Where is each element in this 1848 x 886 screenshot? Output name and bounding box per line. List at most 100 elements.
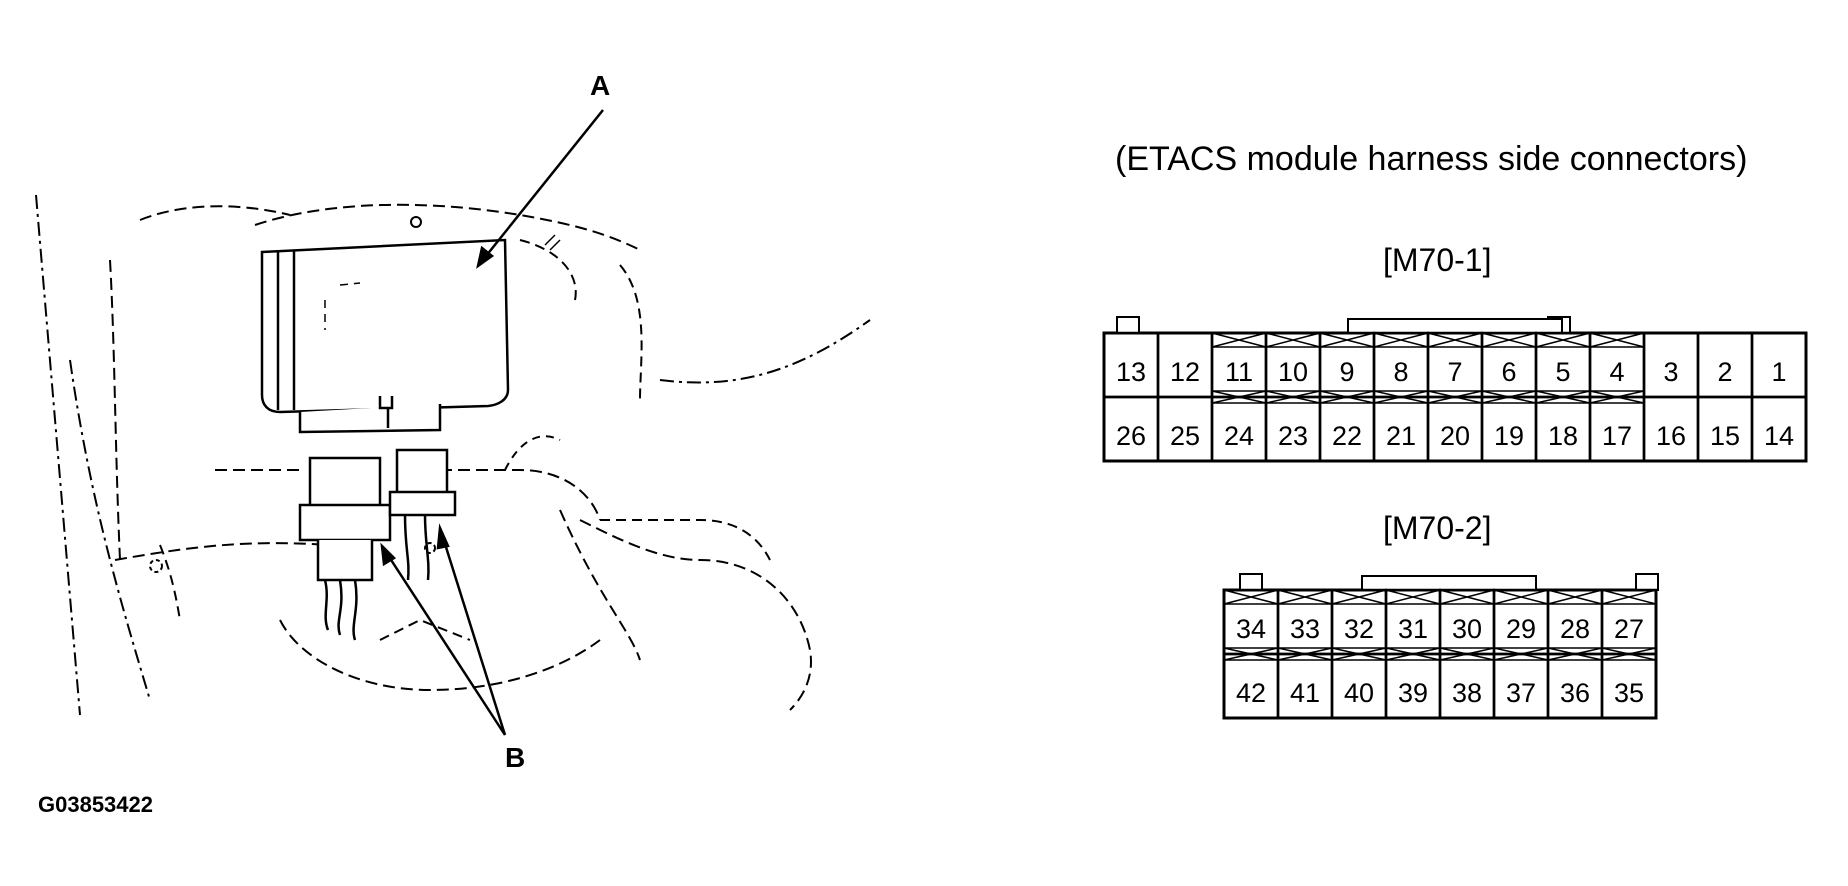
dash-structure-9	[579, 519, 812, 711]
dash-structure-7	[519, 239, 577, 301]
pin-number: 38	[1452, 678, 1482, 708]
cavity-hatch-top	[1373, 332, 1429, 348]
cavity-hatch-mid	[1535, 390, 1591, 404]
dash-structure-5	[114, 542, 331, 561]
harness-connector-small	[388, 448, 457, 581]
cavity-hatch-top	[1385, 589, 1441, 605]
connector-key-m70-2	[1361, 575, 1537, 591]
harness-connector-large	[298, 456, 392, 641]
dash-structure-3	[109, 259, 121, 561]
pin-number: 25	[1170, 421, 1200, 451]
dash-structure-8	[659, 319, 871, 384]
pin-number: 41	[1290, 678, 1320, 708]
cavity-hatch-top	[1277, 589, 1333, 605]
pin-number: 4	[1609, 357, 1624, 387]
cavity-hatch-top	[1589, 332, 1645, 348]
cavity-hatch-top	[1427, 332, 1483, 348]
cavity-hatch-mid	[1493, 647, 1549, 661]
clip-circle-2	[149, 559, 163, 573]
pin-number: 14	[1764, 421, 1794, 451]
dash-structure-13	[379, 618, 471, 641]
cavity-hatch-mid	[1385, 647, 1441, 661]
dash-structure-1	[139, 205, 291, 221]
cavity-hatch-mid	[1601, 647, 1657, 661]
pin-number: 37	[1506, 678, 1536, 708]
pin-number: 39	[1398, 678, 1428, 708]
cavity-hatch-mid	[1331, 647, 1387, 661]
cavity-hatch-mid	[1439, 647, 1495, 661]
cavity-hatch-top	[1493, 589, 1549, 605]
pin-number: 29	[1506, 614, 1536, 644]
connector-latch-left-m70-1	[1116, 316, 1140, 334]
cavity-hatch-top	[1481, 332, 1537, 348]
pin-number: 40	[1344, 678, 1374, 708]
pin-number: 35	[1614, 678, 1644, 708]
pin-cell	[1750, 395, 1808, 463]
pin-number: 19	[1494, 421, 1524, 451]
cavity-hatch-top	[1439, 589, 1495, 605]
etacs-module	[260, 238, 510, 434]
pin-number: 12	[1170, 357, 1200, 387]
connector-key-m70-1	[1347, 318, 1563, 334]
pin-number: 13	[1116, 357, 1146, 387]
cavity-hatch-mid	[1277, 647, 1333, 661]
cavity-hatch-mid	[1481, 390, 1537, 404]
cavity-hatch-top	[1223, 589, 1279, 605]
pin-number: 7	[1447, 357, 1462, 387]
clip-circle-3	[424, 542, 436, 554]
connector-title-m70-2: [M70-2]	[1383, 510, 1492, 546]
pin-number: 3	[1663, 357, 1678, 387]
cavity-hatch-mid	[1427, 390, 1483, 404]
pin-number: 9	[1339, 357, 1354, 387]
cavity-hatch-top	[1265, 332, 1321, 348]
dash-structure-2	[254, 203, 641, 251]
module-location-illustration	[35, 109, 871, 736]
dash-structure-11	[600, 519, 771, 561]
pin-number: 30	[1452, 614, 1482, 644]
cavity-hatch-top	[1547, 589, 1603, 605]
pin-number: 6	[1501, 357, 1516, 387]
pin-number: 18	[1548, 421, 1578, 451]
cavity-hatch-mid	[1373, 390, 1429, 404]
pin-number: 20	[1440, 421, 1470, 451]
pin-number: 10	[1278, 357, 1308, 387]
pin-number: 28	[1560, 614, 1590, 644]
cavity-hatch-mid	[1211, 390, 1267, 404]
pin-number: 33	[1290, 614, 1320, 644]
pin-number: 11	[1225, 357, 1253, 387]
dash-structure-10	[559, 509, 641, 661]
pin-number: 32	[1344, 614, 1374, 644]
body-edge-line	[35, 194, 81, 716]
pin-number: 5	[1555, 357, 1570, 387]
pin-number: 16	[1656, 421, 1686, 451]
figure-code: G03853422	[38, 792, 153, 817]
connector-caption: (ETACS module harness side connectors)	[1115, 140, 1748, 178]
cavity-hatch-top	[1319, 332, 1375, 348]
pin-number: 17	[1602, 421, 1632, 451]
dash-structure-14	[159, 544, 181, 621]
pin-number: 8	[1393, 357, 1408, 387]
pin-number: 27	[1614, 614, 1644, 644]
cavity-hatch-top	[1211, 332, 1267, 348]
pin-number: 34	[1236, 614, 1266, 644]
cavity-hatch-top	[1331, 589, 1387, 605]
pin-number: 26	[1116, 421, 1146, 451]
dash-structure-4	[215, 469, 601, 521]
screw-mark	[544, 234, 561, 251]
pin-number: 24	[1224, 421, 1254, 451]
cavity-hatch-mid	[1547, 647, 1603, 661]
connector-title-m70-1: [M70-1]	[1383, 242, 1492, 278]
pin-number: 23	[1278, 421, 1308, 451]
pin-number: 36	[1560, 678, 1590, 708]
connector-latch-right-m70-2	[1635, 573, 1659, 591]
body-edge-line-2	[69, 359, 151, 701]
pin-number: 22	[1332, 421, 1362, 451]
pin-number: 2	[1717, 357, 1732, 387]
callout-label-connectors: B	[505, 742, 526, 773]
cavity-hatch-mid	[1265, 390, 1321, 404]
cavity-hatch-mid	[1319, 390, 1375, 404]
clip-circle	[410, 216, 422, 228]
pin-number: 21	[1386, 421, 1416, 451]
